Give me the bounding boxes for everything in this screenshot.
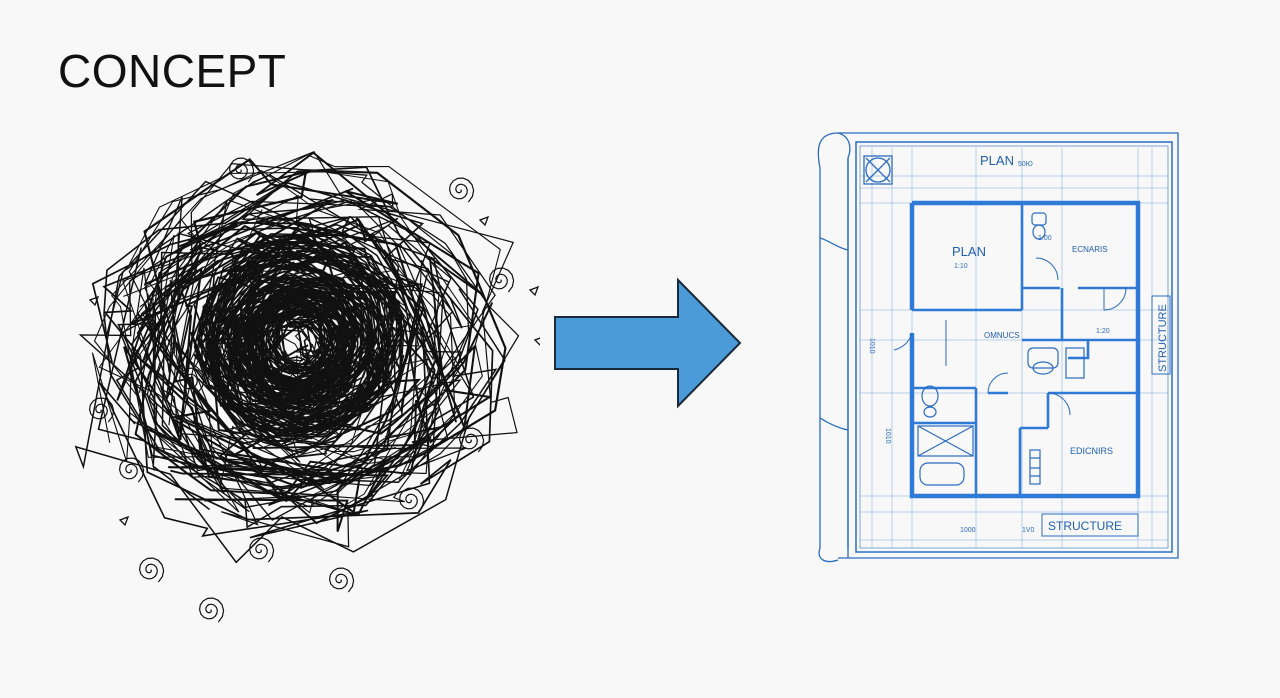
scribble-stroke (133, 158, 493, 514)
scribble-stroke (205, 250, 375, 435)
bottom-structure-label: STRUCTURE (1048, 519, 1122, 533)
scribble-stroke (274, 312, 324, 366)
scribble-stroke (139, 154, 501, 503)
scribble-stroke (210, 242, 385, 438)
room-ecnaris-label: ECNARIS (1072, 245, 1108, 254)
side-structure-label: STRUCTURE (1157, 304, 1169, 372)
scribble-stroke (208, 253, 403, 433)
scribble-stroke (209, 235, 407, 430)
scribble-stroke (273, 344, 342, 403)
exterior-walls (909, 200, 1141, 499)
room-plan-label: PLAN (952, 244, 986, 259)
scribble-stroke (118, 515, 130, 527)
dimension-left-2: 1010 (884, 428, 891, 444)
scribble-stroke (232, 270, 378, 413)
dimension-bottom: 1000 (960, 527, 976, 534)
scribble-stroke (260, 301, 338, 378)
header-sub-label: 50Ю (1018, 161, 1033, 168)
north-compass-icon (863, 155, 893, 185)
scribble-stroke (221, 264, 370, 419)
dimension-left-1: 1010 (868, 338, 875, 354)
scribble-stroke (448, 177, 475, 203)
scribble-stroke (88, 295, 100, 307)
scribble-stroke (215, 258, 388, 428)
scribble-stroke (245, 290, 349, 394)
scribble-stroke (88, 397, 115, 423)
scribble-stroke (244, 290, 352, 395)
interior-walls (912, 203, 1138, 496)
bottom-structure-tag: STRUCTURE (1041, 513, 1139, 537)
scribble-stroke (193, 240, 405, 437)
scribble-stroke (144, 151, 493, 502)
dimension-small-2: 1:00 (1038, 235, 1052, 242)
dimension-bottom-2: 1V0 (1022, 527, 1035, 534)
scribble-stroke (137, 169, 507, 487)
scribble-stroke (250, 290, 346, 397)
bathroom-fixtures (917, 212, 1085, 486)
scribble-stroke (78, 185, 428, 509)
header-plan-label: PLAN (980, 153, 1014, 168)
scribble-stroke (458, 427, 485, 453)
scribble-stroke (257, 301, 342, 383)
dimension-small-3: 1:20 (1096, 328, 1110, 335)
scribble-stroke (528, 285, 540, 297)
scribble-stroke (248, 537, 275, 563)
room-edicnirs-label: EDICNIRS (1070, 446, 1113, 456)
grid-lines (860, 148, 1168, 548)
scribble-stroke (97, 223, 475, 529)
concept-title: CONCEPT (58, 45, 287, 97)
scribble-stroke (231, 277, 362, 402)
scribble-stroke (328, 567, 355, 593)
scribble-stroke (398, 487, 425, 513)
scribble-stroke (275, 316, 323, 366)
room-omnucs-label: OMNUCS (984, 331, 1020, 340)
scribble-stroke (255, 295, 349, 384)
scribble-stroke (243, 293, 352, 385)
scribble-stroke (488, 267, 515, 293)
scribble-stroke (118, 457, 145, 483)
scribble-stroke (478, 215, 490, 227)
scribble-stroke (220, 269, 442, 464)
dimension-small-1: 1:10 (954, 263, 968, 270)
scribble-stroke (199, 253, 384, 440)
scribble-stroke (281, 320, 323, 362)
scribble-stroke (198, 597, 225, 623)
scribble-stroke (178, 367, 205, 393)
scribble-stroke (228, 157, 255, 183)
chaotic-scribble-illustration (74, 151, 540, 623)
paper-roll (817, 132, 1179, 563)
scribble-stroke (533, 337, 540, 346)
door-swings (893, 257, 1127, 416)
transformation-arrow (554, 277, 742, 409)
scribble-stroke (228, 265, 380, 410)
sheet-frame (855, 141, 1173, 553)
scribble-stroke (138, 557, 165, 583)
scribble-stroke (119, 232, 454, 506)
scribble-stroke (161, 199, 498, 485)
scribble-stroke (267, 308, 336, 372)
scribble-stroke (271, 309, 330, 369)
floor-plan-blueprint: PLAN 50Ю (817, 132, 1179, 563)
scribble-stroke (261, 303, 334, 375)
arrow-shape (554, 277, 742, 409)
scribble-stroke (237, 275, 371, 403)
side-structure-tag: STRUCTURE (1151, 295, 1171, 375)
